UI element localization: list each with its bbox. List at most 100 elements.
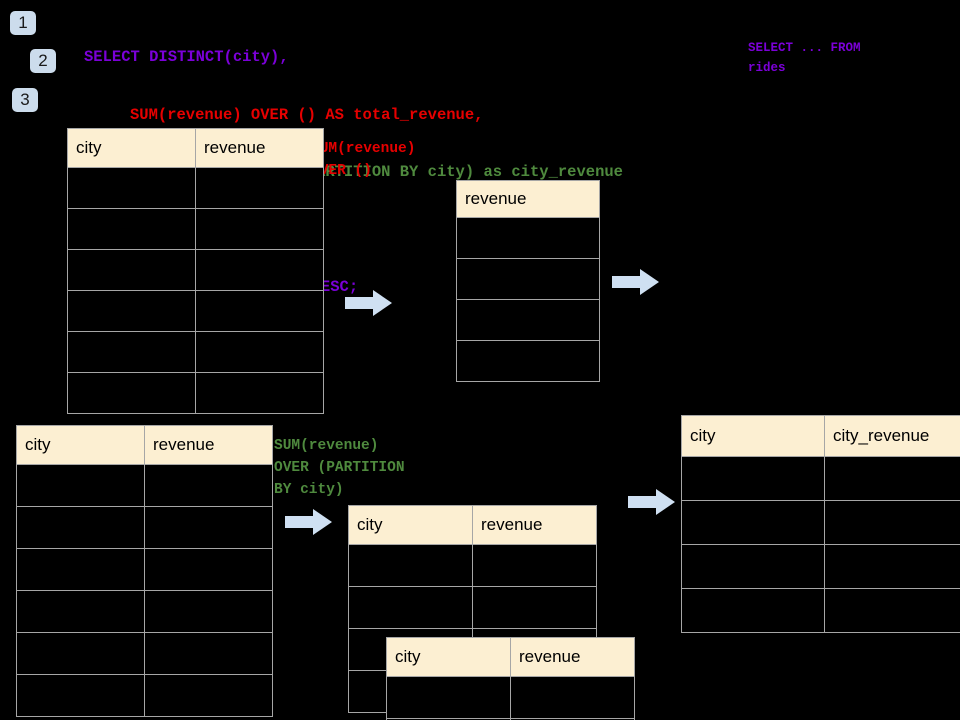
table-row (681, 456, 960, 501)
cell-revenue (195, 372, 324, 414)
table-row (16, 632, 273, 675)
table-row (67, 167, 324, 209)
arrow-right-icon (285, 509, 332, 535)
cell-city (681, 456, 825, 501)
cell-revenue (456, 258, 600, 300)
column-header-revenue: revenue (195, 128, 324, 168)
cell-city (67, 167, 196, 209)
sql-line-sum-over-empty: SUM(revenue) OVER () AS total_revenue, (130, 105, 484, 124)
table-partition-group-b: city revenue (386, 637, 635, 720)
cell-revenue (510, 676, 635, 719)
table-header-row: city revenue (386, 637, 635, 677)
table-row (16, 674, 273, 717)
annotation-sum-over-partition: SUM(revenue) OVER (PARTITION BY city) (274, 438, 405, 498)
cell-revenue (456, 340, 600, 382)
table-header-row: city revenue (348, 505, 597, 545)
cell-revenue (144, 506, 273, 549)
cell-revenue (144, 590, 273, 633)
cell-city (67, 208, 196, 250)
column-header-city: city (386, 637, 511, 677)
table-row (16, 548, 273, 591)
step-badge-3: 3 (12, 88, 38, 112)
cell-city (67, 372, 196, 414)
table-row (348, 544, 597, 587)
cell-city (16, 464, 145, 507)
table-header-row: revenue (456, 180, 600, 218)
cell-revenue (144, 464, 273, 507)
cell-revenue (195, 167, 324, 209)
cell-revenue (195, 331, 324, 373)
table-row (681, 500, 960, 545)
cell-revenue (456, 217, 600, 259)
cell-revenue (144, 632, 273, 675)
arrow-right-icon (612, 269, 659, 295)
table-row (16, 590, 273, 633)
table-row (348, 586, 597, 629)
table-result: city city_revenue (681, 415, 960, 633)
cell-revenue (144, 674, 273, 717)
table-row (67, 372, 324, 414)
cell-city (16, 632, 145, 675)
arrow-right-icon (345, 290, 392, 316)
table-total-revenue: revenue (456, 180, 600, 382)
annotation-select-from-rides: SELECT ... FROM rides (748, 41, 861, 75)
table-rides-top: city revenue (67, 128, 324, 414)
cell-city-revenue (824, 544, 960, 589)
table-header-row: city revenue (16, 425, 273, 465)
column-header-revenue: revenue (144, 425, 273, 465)
table-row (67, 249, 324, 291)
table-row (456, 299, 600, 341)
table-header-row: city city_revenue (681, 415, 960, 457)
table-header-row: city revenue (67, 128, 324, 168)
table-row (386, 676, 635, 719)
step-badge-2: 2 (30, 49, 56, 73)
table-row (386, 718, 635, 720)
table-row (681, 544, 960, 589)
cell-revenue (195, 249, 324, 291)
column-header-city: city (67, 128, 196, 168)
cell-revenue (456, 299, 600, 341)
cell-revenue (195, 290, 324, 332)
table-row (67, 290, 324, 332)
cell-city (386, 676, 511, 719)
cell-city (67, 290, 196, 332)
cell-city (16, 548, 145, 591)
cell-city-revenue (824, 588, 960, 633)
cell-city (681, 588, 825, 633)
cell-revenue (472, 586, 597, 629)
cell-revenue (510, 718, 635, 720)
cell-city (348, 544, 473, 587)
cell-city (67, 249, 196, 291)
cell-revenue (144, 548, 273, 591)
cell-city (681, 500, 825, 545)
column-header-city: city (16, 425, 145, 465)
table-row (16, 464, 273, 507)
column-header-city: city (348, 505, 473, 545)
cell-revenue (472, 544, 597, 587)
cell-city-revenue (824, 456, 960, 501)
sql-line-select: SELECT DISTINCT(city), (84, 48, 289, 66)
column-header-city: city (681, 415, 825, 457)
cell-city-revenue (824, 500, 960, 545)
cell-city (16, 506, 145, 549)
column-header-city-revenue: city_revenue (824, 415, 960, 457)
column-header-revenue: revenue (510, 637, 635, 677)
cell-city (67, 331, 196, 373)
table-partition-group-a: city revenue (348, 505, 597, 713)
column-header-revenue: revenue (456, 180, 600, 218)
table-row (67, 208, 324, 250)
table-row (456, 258, 600, 300)
table-row (681, 588, 960, 633)
cell-city (16, 590, 145, 633)
table-row (16, 506, 273, 549)
cell-city (681, 544, 825, 589)
cell-city (348, 586, 473, 629)
column-header-revenue: revenue (472, 505, 597, 545)
cell-revenue (195, 208, 324, 250)
table-row (456, 217, 600, 259)
arrow-right-icon (628, 489, 675, 515)
step-badge-1: 1 (10, 11, 36, 35)
cell-city (16, 674, 145, 717)
table-row (67, 331, 324, 373)
annotation-sum-over-empty: SUM(revenue) OVER () (311, 141, 416, 179)
